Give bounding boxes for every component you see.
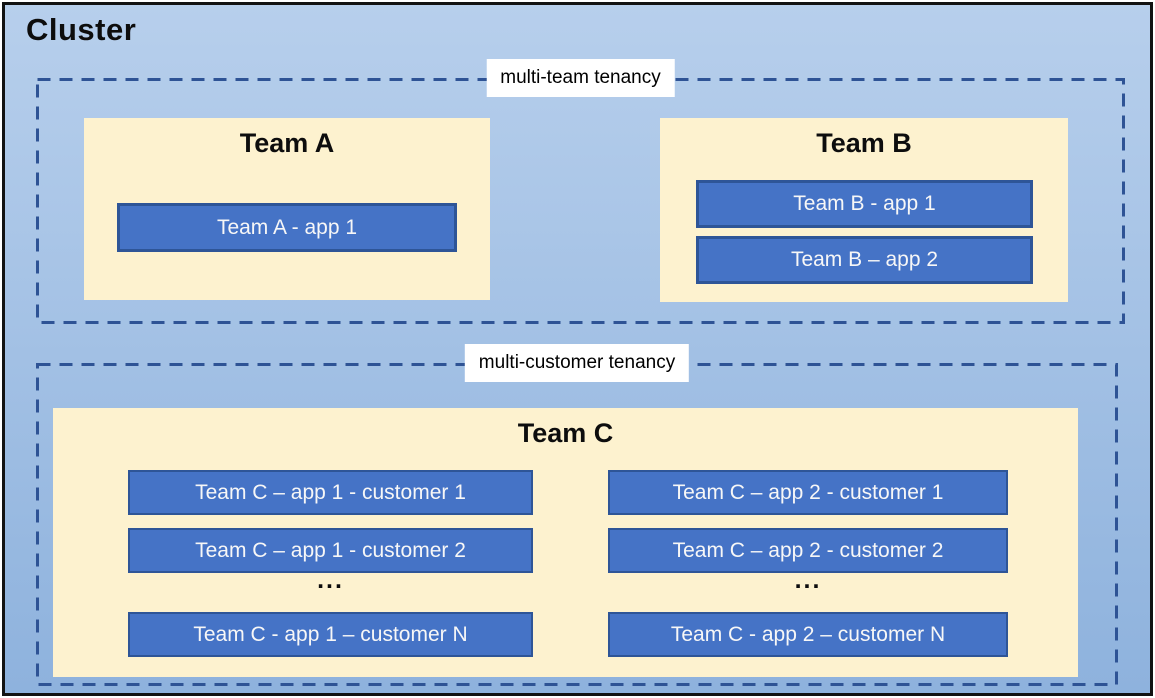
team-c-app-1-column: Team C – app 1 - customer 1 Team C – app…: [128, 408, 533, 677]
team-a-app-1-box: Team A - app 1: [117, 203, 457, 252]
team-c-app-2-column: Team C – app 2 - customer 1 Team C – app…: [608, 408, 1008, 677]
ellipsis: ...: [794, 566, 822, 594]
multi-customer-tenancy-region: multi-customer tenancy Team C Team C – a…: [36, 344, 1118, 686]
team-b-box: Team B Team B - app 1 Team B – app 2: [660, 118, 1068, 302]
multi-team-tenancy-region: multi-team tenancy Team A Team A - app 1…: [36, 59, 1125, 324]
team-c-title: Team C: [517, 418, 614, 448]
multi-customer-tenancy-label: multi-customer tenancy: [464, 344, 690, 382]
team-c-app-2-customer-2-box: Team C – app 2 - customer 2: [608, 528, 1008, 573]
team-c-app-1-customer-1-box: Team C – app 1 - customer 1: [128, 470, 533, 515]
cluster-title: Cluster: [26, 12, 137, 47]
team-c-app-2-customer-n-box: Team C - app 2 – customer N: [608, 612, 1008, 657]
team-c-app-1-customer-2-box: Team C – app 1 - customer 2: [128, 528, 533, 573]
team-c-app-2-customer-1-box: Team C – app 2 - customer 1: [608, 470, 1008, 515]
team-b-app-2-box: Team B – app 2: [696, 236, 1033, 284]
team-a-title: Team A: [239, 128, 335, 158]
team-c-box: Team C Team C – app 1 - customer 1 Team …: [53, 408, 1078, 677]
team-a-box: Team A Team A - app 1: [84, 118, 490, 300]
team-b-app-1-box: Team B - app 1: [696, 180, 1033, 228]
team-c-app-1-customer-n-box: Team C - app 1 – customer N: [128, 612, 533, 657]
ellipsis: ...: [317, 566, 344, 594]
multi-team-tenancy-label: multi-team tenancy: [486, 59, 675, 97]
team-b-title: Team B: [816, 128, 912, 158]
